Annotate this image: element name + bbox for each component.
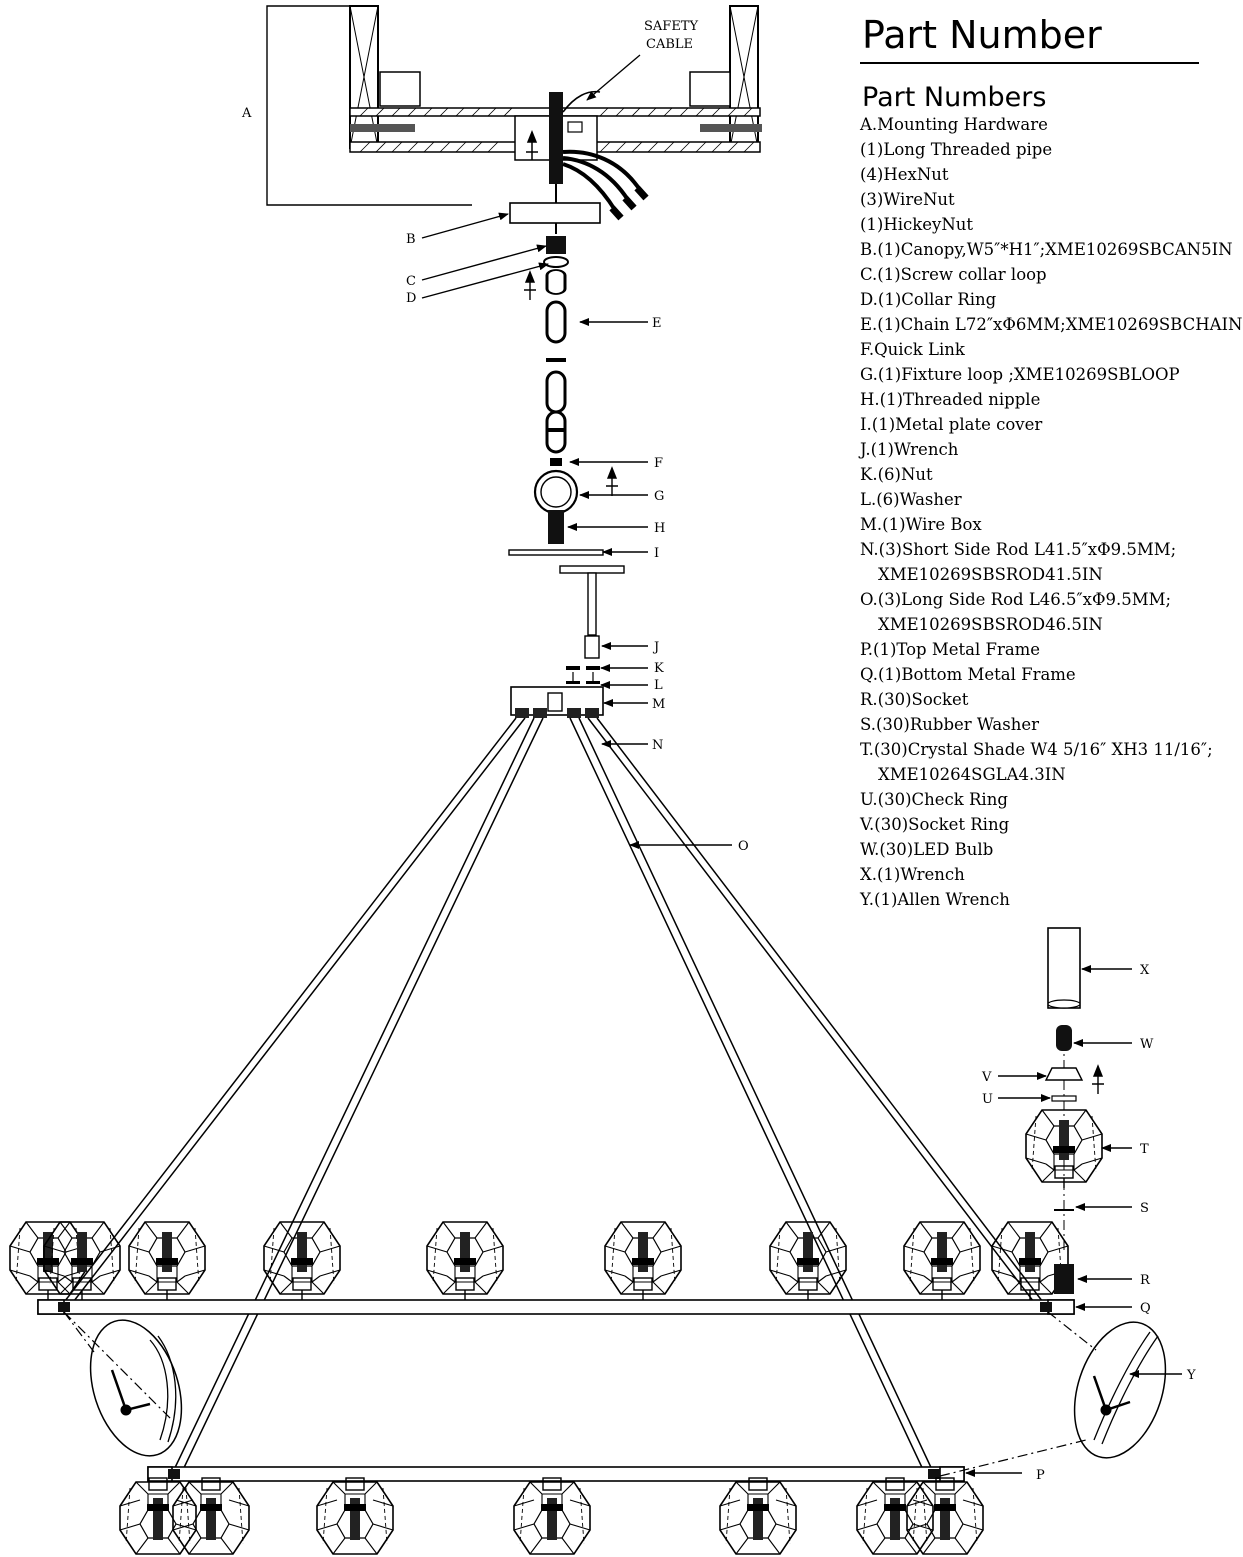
top-metal-frame [147,1466,965,1482]
parts-item-o: O.(3)Long Side Rod L46.5″xΦ9.5MM; [860,590,1172,609]
metal-plate-cover [508,549,604,556]
callout-l: L [654,678,663,693]
callout-c: C [406,274,416,289]
callout-m: M [652,697,665,712]
title-divider [860,62,1199,64]
callout-i: I [654,546,659,561]
parts-item-hickeynut: (1)HickeyNut [860,215,974,234]
panel-title: Part Number [862,13,1102,57]
arrow-up-icon [526,129,538,160]
parts-item-u: U.(30)Check Ring [860,790,1008,809]
callout-r: R [1140,1273,1151,1288]
parts-item-t-sku: XME10264SGLA4.3IN [878,765,1066,784]
parts-item-s: S.(30)Rubber Washer [860,715,1040,734]
parts-item-r: R.(30)Socket [860,690,969,709]
callout-w: W [1140,1037,1154,1052]
parts-item-b: B.(1)Canopy,W5″*H1″;XME10269SBCAN5IN [860,240,1233,259]
callout-p: P [1036,1468,1045,1483]
parts-item-k: K.(6)Nut [860,465,933,484]
parts-item-n: N.(3)Short Side Rod L41.5″xΦ9.5MM; [860,540,1177,559]
callout-x: X [1140,963,1150,978]
parts-item-w: W.(30)LED Bulb [860,840,994,859]
panel-subtitle: Part Numbers [862,82,1047,113]
safety-cable-label-2: CABLE [646,37,693,52]
detail-left [63,1311,183,1457]
safety-cable-label: SAFETY [644,19,698,34]
parts-item-f: F.Quick Link [860,340,965,359]
callout-k: K [654,661,664,676]
callout-o: O [738,839,749,854]
canopy [509,202,601,224]
shades-bottom-row [119,1477,984,1555]
bottom-metal-frame [37,1299,1075,1315]
parts-item-t: T.(30)Crystal Shade W4 5/16″ XH3 11/16″; [860,740,1213,759]
parts-item-l: L.(6)Washer [860,490,962,509]
leader-lines [421,212,1182,1477]
parts-item-j: J.(1)Wrench [860,440,959,459]
wires [562,90,649,221]
parts-item-e: E.(1)Chain L72″xΦ6MM;XME10269SBCHAIN [860,315,1243,334]
shades-top-row [9,1221,1069,1301]
callout-n: N [652,738,663,753]
parts-item-n-sku: XME10269SBSROD41.5IN [878,565,1103,584]
callout-e: E [652,316,662,331]
detail-right [939,1311,1167,1477]
screw-collar-loop [524,236,569,300]
callout-y: Y [1186,1368,1196,1383]
parts-item-wirenut: (3)WireNut [860,190,955,209]
callout-d: D [406,291,416,306]
bracket-a [266,5,472,206]
callout-u: U [982,1092,993,1107]
callout-q: Q [1140,1301,1151,1316]
parts-list: A.Mounting Hardware (1)Long Threaded pip… [860,112,1243,912]
callout-j: J [652,640,659,655]
callout-a: A [241,106,252,121]
parts-item-hexnut: (4)HexNut [860,165,949,184]
callout-labels: A B C D E F G H I J K L M N O X W V U T … [241,106,1196,1483]
parts-item-p: P.(1)Top Metal Frame [860,640,1041,659]
parts-item-o-sku: XME10269SBSROD46.5IN [878,615,1103,634]
wire-box [510,686,604,718]
fixture-loop [533,466,618,544]
parts-item-d: D.(1)Collar Ring [860,290,997,309]
wrench-j [559,565,625,659]
parts-item-y: Y.(1)Allen Wrench [860,890,1010,909]
parts-item-a: A.Mounting Hardware [860,115,1048,134]
safety-cable-callout: SAFETY CABLE [586,19,698,101]
parts-item-q: Q.(1)Bottom Metal Frame [860,665,1076,684]
exploded-shade-detail [1025,927,1104,1294]
callout-v: V [981,1070,992,1085]
parts-panel: Part Number Part Numbers A.Mounting Hard… [860,0,1243,920]
parts-item-threaded-pipe: (1)Long Threaded pipe [860,140,1053,159]
parts-item-c: C.(1)Screw collar loop [860,265,1047,284]
callout-g: G [654,489,664,504]
callout-b: B [406,232,416,247]
parts-item-h: H.(1)Threaded nipple [860,390,1041,409]
parts-item-i: I.(1)Metal plate cover [860,415,1043,434]
callout-h: H [654,521,665,536]
callout-s: S [1140,1201,1149,1216]
callout-f: F [654,456,663,471]
parts-item-x: X.(1)Wrench [860,865,965,884]
parts-item-g: G.(1)Fixture loop ;XME10269SBLOOP [860,365,1180,384]
chandelier-exploded-diagram: SAFETY CABLE [9,5,1196,1555]
parts-item-v: V.(30)Socket Ring [860,815,1010,834]
parts-item-m: M.(1)Wire Box [860,515,982,534]
nuts-washers [566,666,600,684]
callout-t: T [1140,1142,1149,1157]
chain [545,268,567,466]
